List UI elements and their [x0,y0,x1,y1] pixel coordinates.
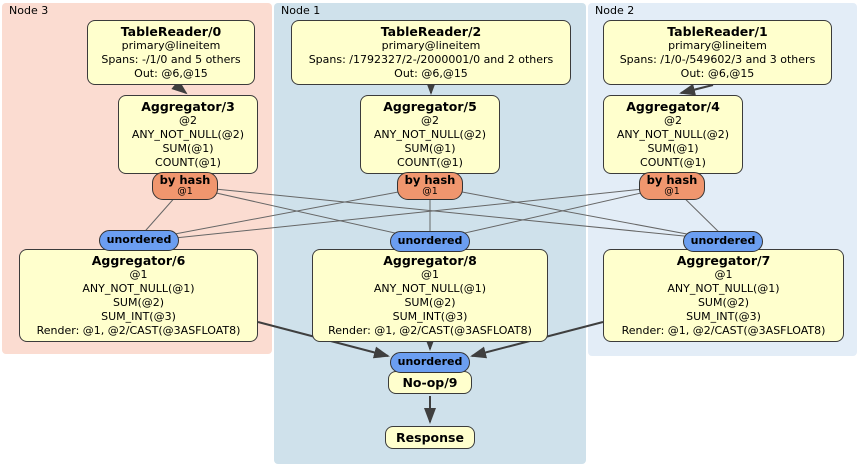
processor-detail: ANY_NOT_NULL(@2) [131,128,245,141]
processor-detail: primary@lineitem [121,39,221,52]
aggregator-5-node: Aggregator/5 @2 ANY_NOT_NULL(@2) SUM(@1)… [360,95,500,174]
edge-hash4-umid [433,185,673,241]
router-label: by hash [159,173,211,187]
node-1-label: Node 1 [281,4,321,17]
processor-detail: @2 [421,114,439,127]
processor-detail: ANY_NOT_NULL(@1) [82,282,195,295]
unordered-stream-left: unordered [99,230,179,251]
tablereader-2-node: TableReader/2 primary@lineitem Spans: /1… [291,20,571,85]
processor-detail: SUM(@2) [112,296,165,309]
tablereader-1-node: TableReader/1 primary@lineitem Spans: /1… [603,20,832,85]
processor-detail: Spans: /1792327/2-/2000001/0 and 2 other… [308,53,554,66]
processor-detail: primary@lineitem [381,39,481,52]
edge-hash3-uright [184,185,715,240]
router-detail: @1 [664,186,680,197]
processor-detail: SUM(@2) [697,296,750,309]
processor-detail: Out: @6,@15 [680,67,755,80]
processor-detail: Out: @6,@15 [134,67,208,80]
aggregator-3-node: Aggregator/3 @2 ANY_NOT_NULL(@2) SUM(@1)… [118,95,258,174]
unordered-stream-center: unordered [390,231,470,252]
edge-hash5-uright [429,185,720,241]
node-3-label: Node 3 [9,4,49,17]
processor-title: Aggregator/3 [141,99,235,114]
processor-detail: @1 [129,268,148,281]
processor-detail: SUM(@2) [404,296,456,309]
processor-detail: @2 [179,114,197,127]
processor-title: Aggregator/7 [676,253,771,268]
by-hash-router-3: by hash @1 [152,172,218,200]
processor-detail: @2 [664,114,682,127]
processor-detail: COUNT(@1) [155,156,221,169]
aggregator-4-node: Aggregator/4 @2 ANY_NOT_NULL(@2) SUM(@1)… [603,95,743,174]
processor-detail: COUNT(@1) [397,156,463,169]
noop-9-node: No-op/9 [388,371,472,394]
processor-title: Aggregator/6 [91,253,186,268]
unordered-stream-final: unordered [390,352,470,373]
processor-detail: SUM_INT(@3) [686,310,761,323]
response-node: Response [385,426,475,449]
edge-tr1-agg4 [679,83,714,96]
router-label: by hash [646,173,698,187]
router-detail: @1 [422,186,438,197]
processor-title: Response [396,430,464,445]
processor-detail: SUM_INT(@3) [101,310,176,323]
processor-title: TableReader/1 [667,24,768,39]
processor-detail: SUM(@1) [647,142,699,155]
aggregator-8-node: Aggregator/8 @1 ANY_NOT_NULL(@1) SUM(@2)… [312,249,548,342]
unordered-stream-right: unordered [683,231,763,252]
processor-detail: Render: @1, @2/CAST(@3ASFLOAT8) [621,324,826,337]
processor-title: Aggregator/8 [383,253,477,268]
tablereader-0-node: TableReader/0 primary@lineitem Spans: -/… [87,20,255,85]
processor-detail: primary@lineitem [668,39,767,52]
processor-title: No-op/9 [402,375,458,390]
node-2-label: Node 2 [595,4,635,17]
processor-detail: ANY_NOT_NULL(@2) [373,128,487,141]
aggregator-6-node: Aggregator/6 @1 ANY_NOT_NULL(@1) SUM(@2)… [19,249,258,342]
processor-detail: COUNT(@1) [640,156,706,169]
processor-detail: @1 [714,268,733,281]
processor-detail: Render: @1, @2/CAST(@3ASFLOAT8) [36,324,241,337]
aggregator-7-node: Aggregator/7 @1 ANY_NOT_NULL(@1) SUM(@2)… [603,249,844,342]
edge-hash3-umid [184,185,427,241]
processor-detail: Spans: -/1/0 and 5 others [101,53,241,66]
router-detail: @1 [177,186,193,197]
edge-hash5-uleft [142,185,431,241]
processor-detail: Spans: /1/0-/549602/3 and 3 others [619,53,816,66]
processor-detail: ANY_NOT_NULL(@1) [667,282,780,295]
edge-tr0-agg3 [171,79,188,95]
processor-detail: SUM(@1) [404,142,456,155]
processor-title: TableReader/2 [380,24,482,39]
processor-title: Aggregator/4 [626,99,720,114]
processor-detail: ANY_NOT_NULL(@2) [616,128,730,141]
router-label: by hash [404,173,456,187]
processor-detail: Out: @6,@15 [394,67,468,80]
by-hash-router-4: by hash @1 [639,172,705,200]
processor-title: Aggregator/5 [383,99,477,114]
edge-hash4-uleft [145,185,673,242]
processor-detail: ANY_NOT_NULL(@1) [373,282,487,295]
by-hash-router-5: by hash @1 [397,172,463,200]
processor-detail: @1 [421,268,439,281]
processor-detail: Render: @1, @2/CAST(@3ASFLOAT8) [328,324,532,337]
processor-detail: SUM(@1) [162,142,214,155]
processor-title: TableReader/0 [120,24,222,39]
processor-detail: SUM_INT(@3) [392,310,468,323]
